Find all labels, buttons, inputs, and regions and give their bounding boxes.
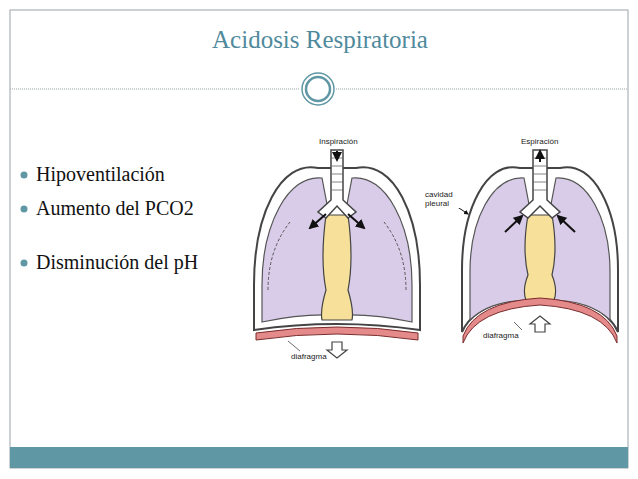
rule-line [336,89,628,90]
bullet-dots [21,172,28,267]
lungs-inspiration [254,150,420,358]
slide-frame [10,10,628,468]
footer-bar [10,447,628,468]
phase-label: Espiración [520,137,559,146]
leader-line [288,341,300,351]
slide-title: Acidosis Respiratoria [120,26,520,54]
bullet-text: Aumento del PCO2 [36,196,194,220]
rule-line [10,89,300,90]
ornament-circle [302,73,334,105]
bullet-text: Hipoventilación [36,162,165,186]
phase-label: Inspiración [318,137,359,146]
bullet-text: Disminución del pH [36,250,198,274]
ornament-circle [306,77,330,101]
part-label: diafragma [290,352,328,361]
part-label: diafragma [482,331,520,340]
part-label: cavidad pleural [424,190,460,208]
lungs-expiration [456,150,618,343]
